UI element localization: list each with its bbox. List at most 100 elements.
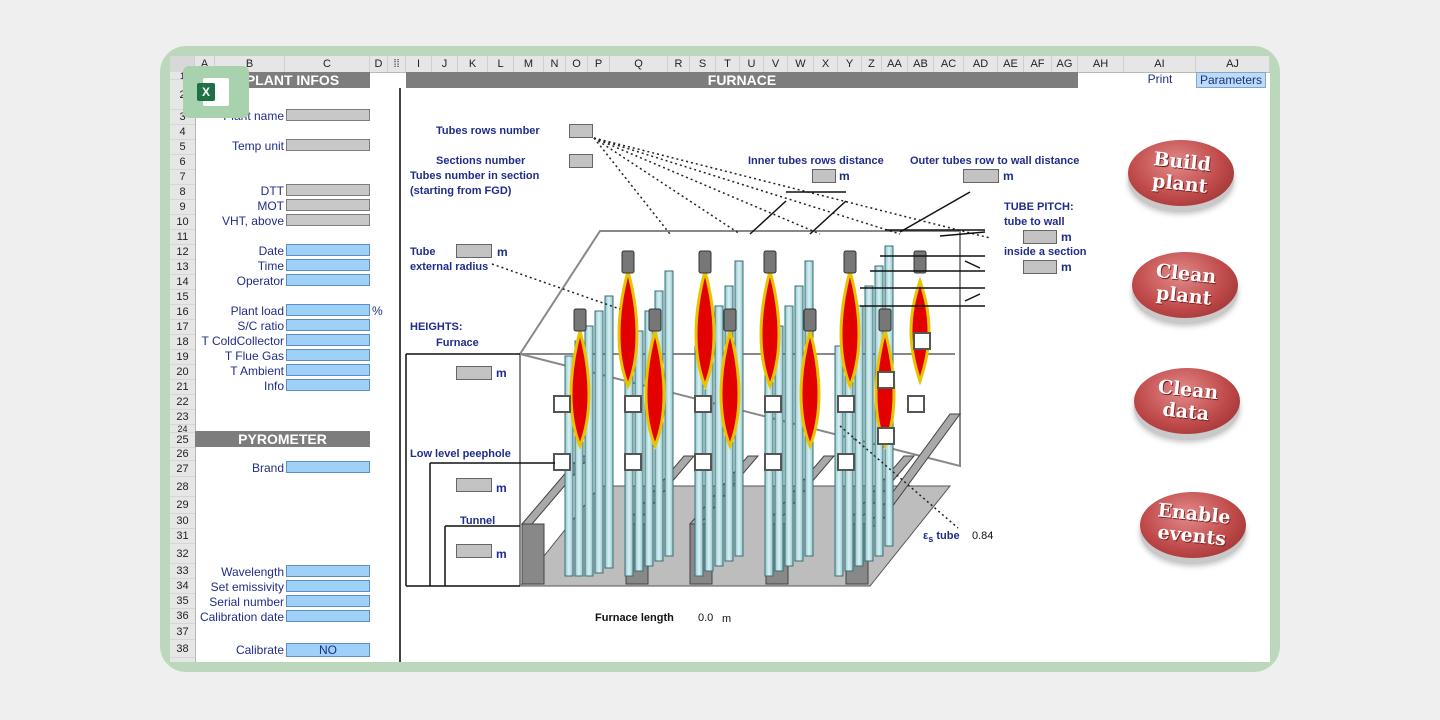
col-header-aj[interactable]: AJ — [1196, 56, 1270, 72]
row-header-31[interactable]: 31 — [170, 529, 195, 544]
row-header-7[interactable]: 7 — [170, 170, 195, 185]
col-header-n[interactable]: N — [544, 56, 566, 72]
enable-events-button[interactable]: Enable events — [1140, 492, 1246, 558]
col-header-m[interactable]: M — [514, 56, 544, 72]
outer-distance-field[interactable] — [963, 169, 999, 183]
row-header-2[interactable]: 2 — [170, 80, 195, 110]
clean-data-button[interactable]: Clean data — [1134, 368, 1240, 434]
row-header-27[interactable]: 27 — [170, 461, 195, 477]
col-header-r[interactable]: R — [668, 56, 690, 72]
row-header-36[interactable]: 36 — [170, 609, 195, 624]
calibrate-field[interactable]: NO — [286, 643, 370, 657]
row-header-15[interactable]: 15 — [170, 290, 195, 305]
col-header-s[interactable]: S — [690, 56, 716, 72]
col-header-c[interactable]: C — [285, 56, 370, 72]
operator-field[interactable] — [286, 274, 370, 286]
col-header-ah[interactable]: AH — [1078, 56, 1124, 72]
t-cold-field[interactable] — [286, 334, 370, 346]
inside-section-field[interactable] — [1023, 260, 1057, 274]
plant-load-field[interactable] — [286, 304, 370, 316]
time-field[interactable] — [286, 259, 370, 271]
t-ambient-field[interactable] — [286, 364, 370, 376]
col-header-k[interactable]: K — [458, 56, 488, 72]
mot-field[interactable] — [286, 199, 370, 211]
col-header-b[interactable]: B — [215, 56, 285, 72]
t-flue-field[interactable] — [286, 349, 370, 361]
row-header-21[interactable]: 21 — [170, 380, 195, 395]
row-header-18[interactable]: 18 — [170, 335, 195, 350]
tunnel-height-field[interactable] — [456, 544, 492, 558]
col-header-af[interactable]: AF — [1024, 56, 1052, 72]
col-header-w[interactable]: W — [788, 56, 814, 72]
row-header-28[interactable]: 28 — [170, 477, 195, 497]
col-header-i[interactable]: I — [406, 56, 432, 72]
serial-number-field[interactable] — [286, 595, 370, 607]
col-header-u[interactable]: U — [740, 56, 764, 72]
col-header-v[interactable]: V — [764, 56, 788, 72]
date-field[interactable] — [286, 244, 370, 256]
row-header-5[interactable]: 5 — [170, 140, 195, 155]
col-header-o[interactable]: O — [566, 56, 588, 72]
col-header-ac[interactable]: AC — [934, 56, 964, 72]
col-header-y[interactable]: Y — [838, 56, 862, 72]
print-link[interactable]: Print — [1147, 72, 1173, 86]
col-header-z[interactable]: Z — [862, 56, 882, 72]
col-header-ai[interactable]: AI — [1124, 56, 1196, 72]
col-header-d[interactable]: D — [370, 56, 388, 72]
row-header-16[interactable]: 16 — [170, 305, 195, 320]
row-header-12[interactable]: 12 — [170, 245, 195, 260]
row-header-4[interactable]: 4 — [170, 125, 195, 140]
temp-unit-field[interactable] — [286, 139, 370, 151]
col-header-t[interactable]: T — [716, 56, 740, 72]
info-field[interactable] — [286, 379, 370, 391]
col-header-aa[interactable]: AA — [882, 56, 908, 72]
set-emissivity-field[interactable] — [286, 580, 370, 592]
row-header-33[interactable]: 33 — [170, 564, 195, 579]
row-header-14[interactable]: 14 — [170, 275, 195, 290]
row-header-8[interactable]: 8 — [170, 185, 195, 200]
parameters-link[interactable]: Parameters — [1196, 72, 1266, 88]
furnace-height-field[interactable] — [456, 366, 492, 380]
low-peephole-field[interactable] — [456, 478, 492, 492]
row-header-19[interactable]: 19 — [170, 350, 195, 365]
dtt-field[interactable] — [286, 184, 370, 196]
wavelength-field[interactable] — [286, 565, 370, 577]
row-header-26[interactable]: 26 — [170, 448, 195, 461]
spreadsheet[interactable]: A B C D ⁞⁞ I J K L M N O P Q R S T U V W… — [170, 56, 1270, 662]
vht-field[interactable] — [286, 214, 370, 226]
col-header-a[interactable]: A — [195, 56, 215, 72]
row-header-37[interactable]: 37 — [170, 624, 195, 640]
calibration-date-field[interactable] — [286, 610, 370, 622]
plant-name-field[interactable] — [286, 109, 370, 121]
row-header-30[interactable]: 30 — [170, 514, 195, 529]
row-header-23[interactable]: 23 — [170, 410, 195, 425]
row-header-32[interactable]: 32 — [170, 544, 195, 564]
row-header-6[interactable]: 6 — [170, 155, 195, 170]
row-header-34[interactable]: 34 — [170, 579, 195, 594]
clean-plant-button[interactable]: Clean plant — [1132, 252, 1238, 318]
brand-field[interactable] — [286, 461, 370, 473]
row-header-22[interactable]: 22 — [170, 395, 195, 410]
tube-radius-field[interactable] — [456, 244, 492, 258]
row-header-17[interactable]: 17 — [170, 320, 195, 335]
row-header-35[interactable]: 35 — [170, 594, 195, 609]
col-header-p[interactable]: P — [588, 56, 610, 72]
sections-number-field[interactable] — [569, 154, 593, 168]
row-header-38[interactable]: 38 — [170, 640, 195, 658]
col-header-hidden[interactable]: ⁞⁞ — [388, 56, 406, 72]
tubes-rows-number-field[interactable] — [569, 124, 593, 138]
row-header-11[interactable]: 11 — [170, 230, 195, 245]
sc-ratio-field[interactable] — [286, 319, 370, 331]
col-header-ag[interactable]: AG — [1052, 56, 1078, 72]
inner-distance-field[interactable] — [812, 169, 836, 183]
row-header-10[interactable]: 10 — [170, 215, 195, 230]
row-header-13[interactable]: 13 — [170, 260, 195, 275]
row-header-29[interactable]: 29 — [170, 497, 195, 514]
row-header-1[interactable]: 1 — [170, 72, 195, 81]
row-header-3[interactable]: 3 — [170, 110, 195, 125]
row-header-25[interactable]: 25 — [170, 433, 195, 448]
col-header-q[interactable]: Q — [610, 56, 668, 72]
col-header-j[interactable]: J — [432, 56, 458, 72]
col-header-ae[interactable]: AE — [998, 56, 1024, 72]
col-header-l[interactable]: L — [488, 56, 514, 72]
